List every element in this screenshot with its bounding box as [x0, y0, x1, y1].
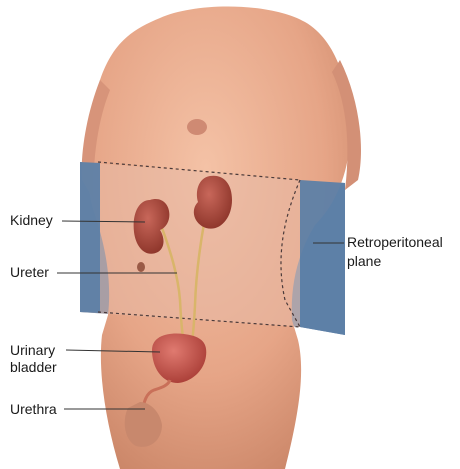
urethra-label: Urethra — [10, 401, 57, 418]
retroperitoneal-plane-label-line1: Retroperitoneal — [347, 234, 443, 251]
plane-right-flap — [300, 180, 345, 335]
plane-left-flap — [80, 162, 100, 313]
urinary-bladder-label-line1: Urinary — [10, 342, 55, 359]
nipple — [187, 119, 207, 135]
retroperitoneal-plane-label-line2: plane — [347, 253, 381, 270]
urinary-bladder-label-line2: bladder — [10, 359, 57, 376]
ureter-label: Ureter — [10, 264, 49, 281]
kidney-label: Kidney — [10, 212, 53, 229]
navel — [137, 262, 145, 272]
retroperitoneal-plane-overlay — [80, 162, 300, 327]
